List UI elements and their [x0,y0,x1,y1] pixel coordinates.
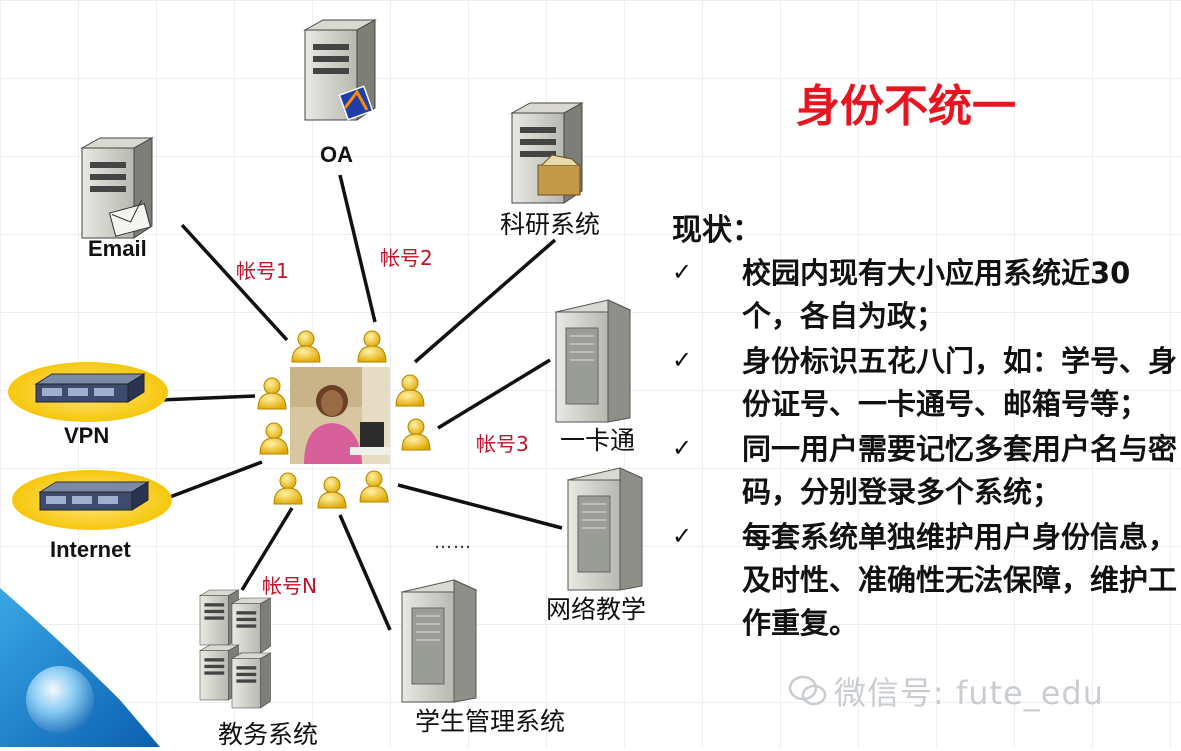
user-icon [359,470,389,503]
user-icon [291,330,321,363]
status-point: ✓ 身份标识五花八门，如：学号、身份证号、一卡通号、邮箱号等； [672,340,1177,426]
server-icon-oa [304,19,376,121]
label-research: 科研系统 [500,210,601,239]
check-icon: ✓ [672,522,693,550]
line-vpn [159,394,256,402]
label-elearning: 网络教学 [546,595,647,624]
server-icon-academic [199,589,271,709]
user-icon [259,422,289,455]
label-academic: 教务系统 [218,720,319,749]
connection-lines [159,174,563,631]
label-vpn: VPN [64,423,110,448]
watermark: 微信号: fute_edu [788,668,1104,714]
status-point: ✓ 每套系统单独维护用户身份信息，及时性、准确性无法保障，维护工作重复。 [672,516,1177,645]
status-point-text: 身份标识五花八门，如：学号、身份证号、一卡通号、邮箱号等； [742,344,1178,421]
status-point: ✓ 同一用户需要记忆多套用户名与密码，分别登录多个系统； [672,428,1177,514]
page-title: 身份不统一 [796,81,1016,132]
line-elearning [397,483,563,530]
line-card [437,358,551,430]
router-icon-vpn [7,361,169,423]
check-icon: ✓ [672,434,693,462]
label-email: Email [88,236,147,261]
line-academic [240,507,294,591]
wechat-icon [788,675,827,706]
status-point-text: 校园内现有大小应用系统近30个，各自为政； [742,256,1131,333]
user-photo [290,367,390,464]
status-point-text: 每套系统单独维护用户身份信息，及时性、准确性无法保障，维护工作重复。 [742,520,1178,640]
account-label-n: 帐号N [262,574,317,598]
server-icon-email [81,137,153,239]
line-student [338,514,392,631]
server-icon-research [511,102,583,204]
status-points: ✓ 校园内现有大小应用系统近30个，各自为政； ✓ 身份标识五花八门，如：学号、… [672,252,1177,647]
label-student: 学生管理系统 [415,707,566,736]
line-oa [338,174,377,323]
router-icon-internet [11,469,173,531]
line-research [413,238,557,364]
line-internet [169,460,263,499]
label-oa: OA [320,142,353,167]
account-label-1: 帐号1 [236,259,289,283]
user-icon [317,476,347,509]
server-icon-elearning [567,467,643,591]
ellipsis: …… [434,532,472,553]
user-icon [357,330,387,363]
status-heading: 现状： [672,213,762,248]
user-icon [395,374,425,407]
server-icon-student [401,579,477,703]
check-icon: ✓ [672,346,693,374]
watermark-text: 微信号: fute_edu [834,674,1105,712]
status-point-text: 同一用户需要记忆多套用户名与密码，分别登录多个系统； [742,432,1178,509]
user-icon [401,418,431,451]
user-icon [257,377,287,410]
label-internet: Internet [50,537,131,562]
line-email [180,223,289,342]
user-icon [273,472,303,505]
label-card: 一卡通 [560,426,636,455]
account-label-3: 帐号3 [476,432,529,456]
status-point: ✓ 校园内现有大小应用系统近30个，各自为政； [672,252,1177,338]
account-label-2: 帐号2 [380,246,433,270]
decor-orb [26,666,94,734]
server-icon-card [555,299,631,423]
check-icon: ✓ [672,258,693,286]
